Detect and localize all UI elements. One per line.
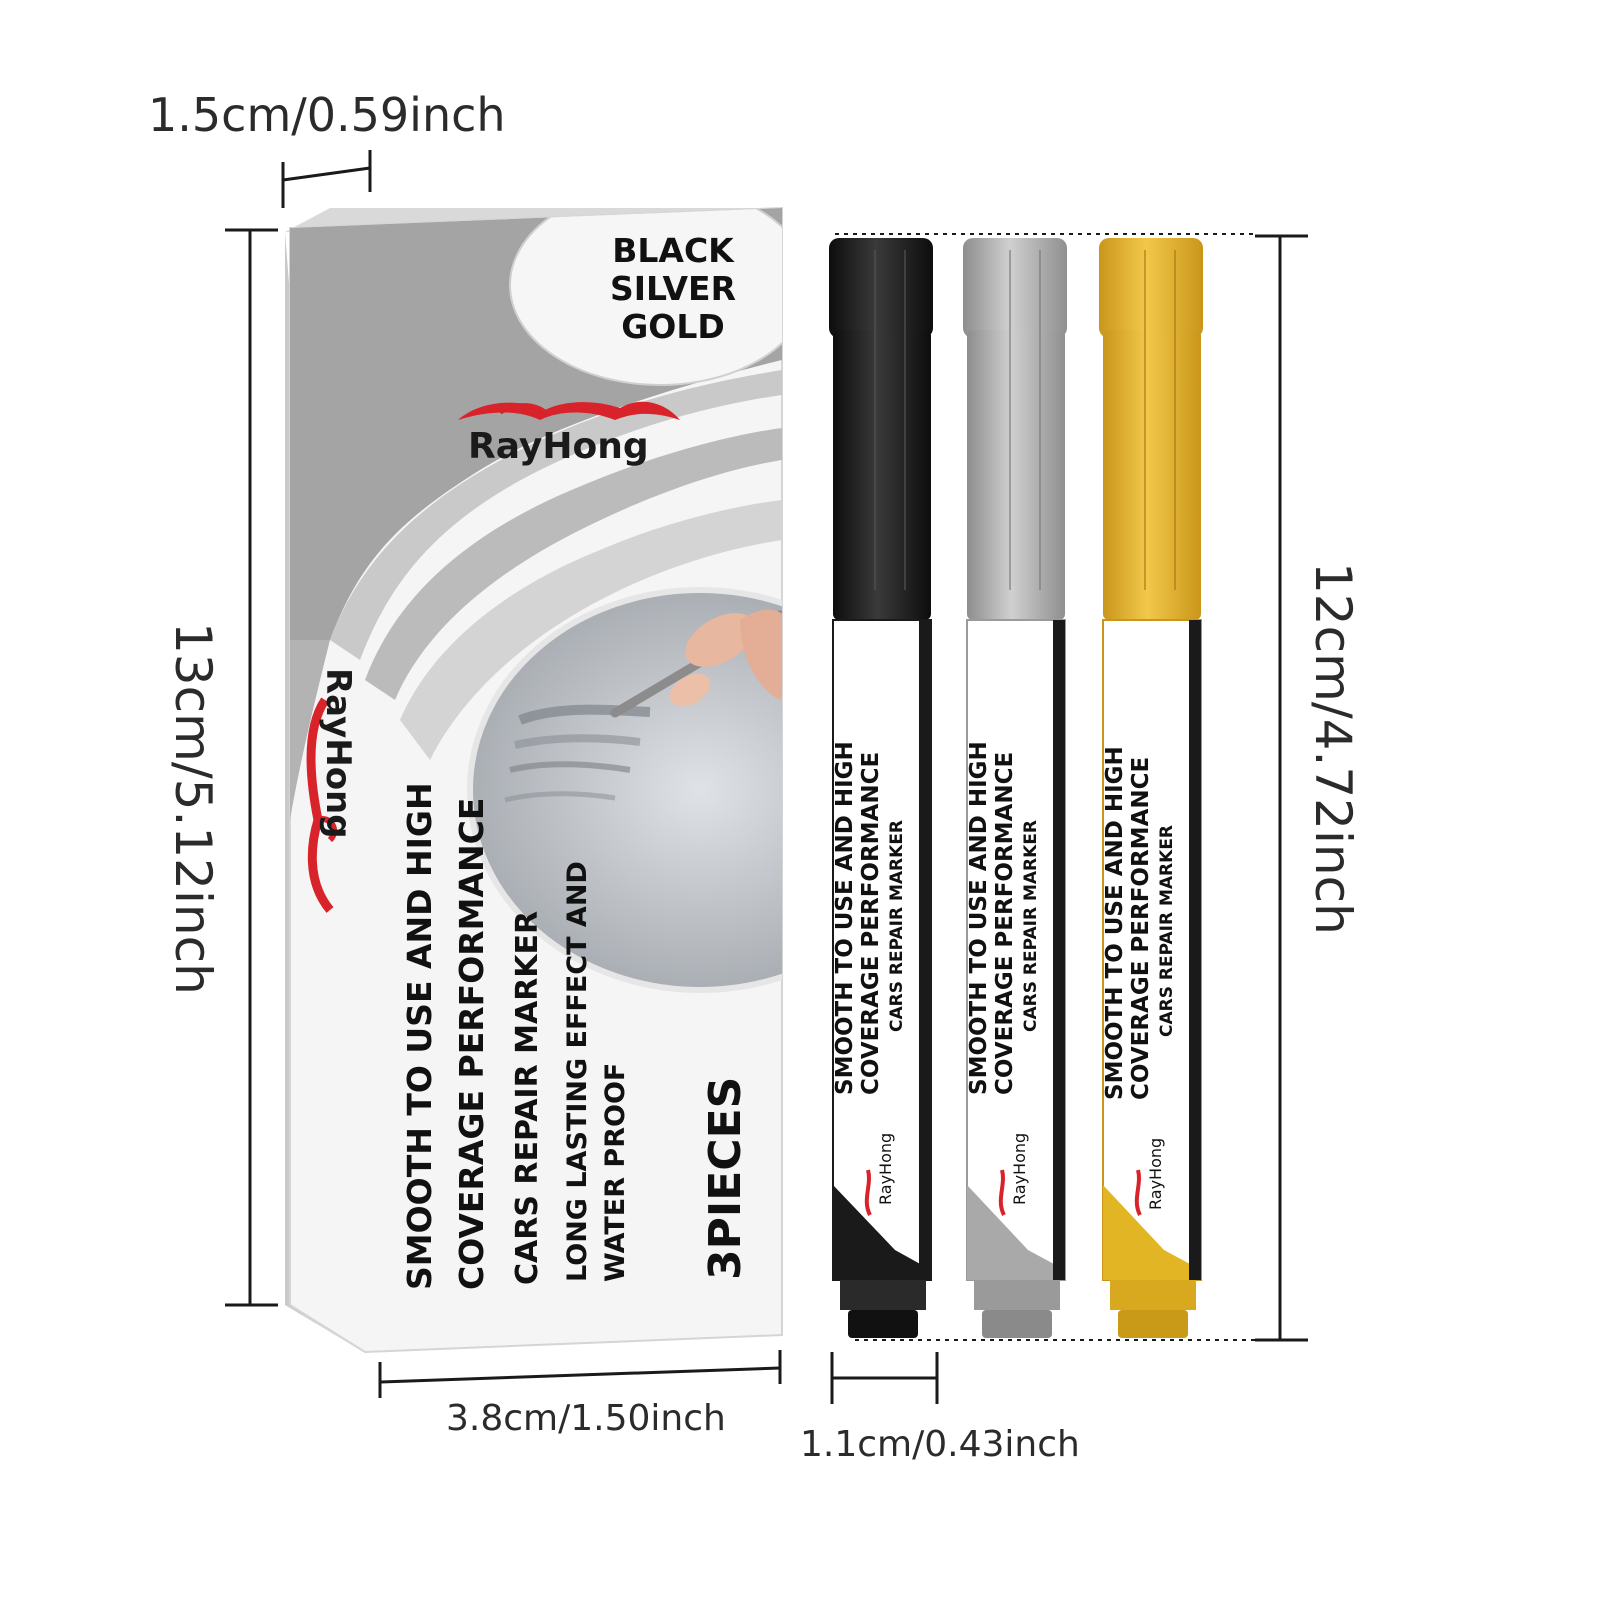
dimension-lines — [225, 150, 1308, 1404]
box-height-label: 13cm/5.12inch — [164, 622, 222, 995]
box-depth-label: 1.5cm/0.59inch — [148, 88, 506, 142]
badge-line-silver: SILVER — [609, 269, 737, 308]
badge-line-gold: GOLD — [621, 307, 725, 346]
pen-silver-brand: RayHong — [1010, 1132, 1029, 1205]
box-brand-logo: RayHong — [468, 426, 649, 467]
pen-black-line3: CARS REPAIR MARKER — [887, 819, 907, 1032]
box-headline-1: SMOOTH TO USE AND HIGH — [400, 782, 439, 1290]
pen-gold-line2: COVERAGE PERFORMANCE — [1128, 756, 1154, 1100]
box-feature-1: LONG LASTING EFFECT AND — [562, 861, 593, 1282]
pen-silver-line3: CARS REPAIR MARKER — [1021, 819, 1041, 1032]
box-count: 3PIECES — [700, 1076, 751, 1280]
badge-line-black: BLACK — [612, 231, 734, 270]
pen-black-brand: RayHong — [876, 1132, 895, 1205]
pen-gold-brand: RayHong — [1146, 1137, 1165, 1210]
color-badge: BLACK SILVER GOLD — [598, 232, 748, 346]
pen-gold-line3: CARS REPAIR MARKER — [1157, 824, 1177, 1037]
box-subtitle: CARS REPAIR MARKER — [510, 910, 545, 1285]
pen-black-line1: SMOOTH TO USE AND HIGH — [832, 741, 858, 1095]
pen-gold-line1: SMOOTH TO USE AND HIGH — [1102, 746, 1128, 1100]
pen-silver-line1: SMOOTH TO USE AND HIGH — [966, 741, 992, 1095]
box-feature-2: WATER PROOF — [600, 1062, 631, 1282]
box-side-brand: RayHong — [318, 668, 358, 839]
marker-black — [829, 238, 933, 1338]
pen-length-label: 12cm/4.72inch — [1304, 562, 1362, 935]
box-headline-2: COVERAGE PERFORMANCE — [452, 797, 491, 1290]
box — [285, 206, 783, 1354]
pen-black-line2: COVERAGE PERFORMANCE — [858, 751, 884, 1095]
marker-silver — [963, 238, 1067, 1338]
pen-diameter-label: 1.1cm/0.43inch — [800, 1424, 1080, 1465]
pen-silver-line2: COVERAGE PERFORMANCE — [992, 751, 1018, 1095]
box-width-label: 3.8cm/1.50inch — [446, 1398, 726, 1439]
marker-gold — [1099, 238, 1203, 1338]
